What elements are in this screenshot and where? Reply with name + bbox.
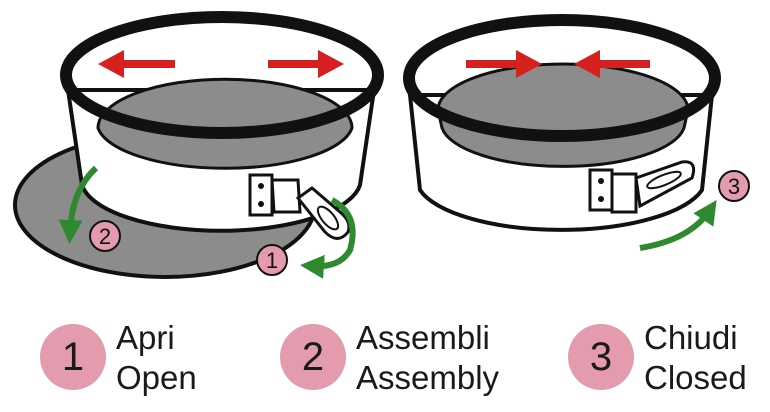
legend-closed: 3 Chiudi Closed [568,318,747,398]
svg-text:3: 3 [728,174,740,199]
svg-text:1: 1 [266,248,278,273]
diagram-badge-closed: 3 [718,170,750,202]
step-badge-2: 2 [280,324,346,390]
lower-ring-arrow [58,165,99,244]
springform-pan-diagram: 2 1 3 [13,11,750,279]
pan-rim [60,11,384,139]
closed-pan-illustration: 3 [403,14,750,251]
svg-text:2: 2 [99,224,111,249]
diagram-badge-assembly: 2 [89,220,121,252]
label-italian: Assembli [356,319,490,356]
label-english: Closed [644,359,747,396]
label-english: Assembly [356,359,500,396]
label-italian: Apri [116,319,175,356]
label-english: Open [116,359,197,396]
contract-arrows [466,50,650,78]
legend-assembly: 2 Assembli Assembly [280,318,499,398]
diagram-badge-open: 1 [256,244,288,276]
expand-arrows [98,50,344,78]
open-pan-illustration: 2 1 [13,11,384,279]
latch-open [248,173,351,240]
unlock-latch-arrow [300,197,356,279]
step-badge-1: 1 [40,324,106,390]
label-italian: Chiudi [644,319,738,356]
latch-closed [588,160,696,214]
step-badge-3: 3 [568,324,634,390]
legend-open: 1 Apri Open [40,318,197,398]
close-latch-arrow [639,200,717,251]
pan-rim-closed [403,14,721,142]
